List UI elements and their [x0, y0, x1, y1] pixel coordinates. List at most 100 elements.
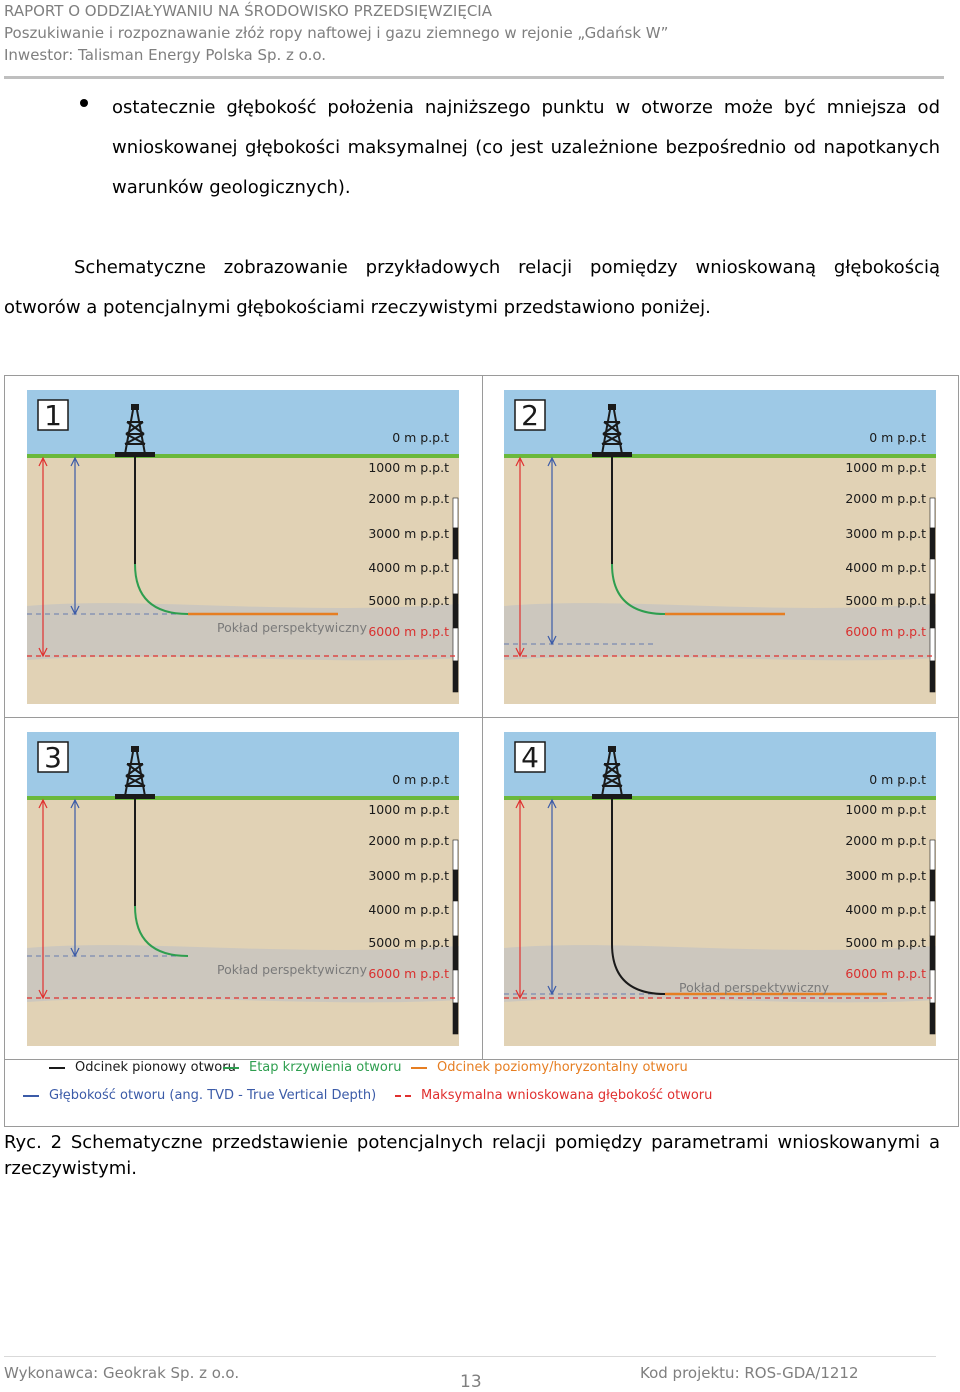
depth-label: 2000 m p.p.t	[845, 833, 926, 848]
panel-number: 4	[521, 741, 539, 774]
depth-scale-segment	[929, 869, 936, 902]
depth-label: 3000 m p.p.t	[368, 526, 449, 541]
depth-label: 5000 m p.p.t	[368, 593, 449, 608]
depth-label: 6000 m p.p.t	[845, 966, 926, 981]
legend-vertical-line-icon	[49, 1066, 65, 1069]
legend-max-depth-dash-icon	[395, 1094, 411, 1097]
depth-scale-segment	[452, 900, 459, 937]
panel-number: 3	[44, 741, 62, 774]
legend-tvd-line-icon	[23, 1094, 39, 1097]
depth-label: 4000 m p.p.t	[368, 560, 449, 575]
figure-caption: Ryc. 2 Schematyczne przedstawienie poten…	[4, 1132, 940, 1179]
document-header: RAPORT O ODDZIAŁYWANIU NA ŚRODOWISKO PRZ…	[4, 0, 944, 66]
depth-label: 3000 m p.p.t	[368, 868, 449, 883]
legend-curve-label: Etap krzywienia otworu	[249, 1060, 402, 1075]
header-divider	[4, 76, 944, 79]
depth-label: 1000 m p.p.t	[845, 460, 926, 475]
tvd-arrow-head-bottom	[547, 635, 557, 646]
footer-project-code: Kod projektu: ROS-GDA/1212	[640, 1364, 859, 1382]
tvd-arrow-head-top	[70, 456, 80, 467]
depth-label: 5000 m p.p.t	[368, 935, 449, 950]
layer-label: Pokład perspektywiczny	[217, 620, 368, 635]
header-project: Poszukiwanie i rozpoznawanie złóż ropy n…	[4, 24, 669, 42]
depth-scale-segment	[452, 1002, 459, 1035]
legend-curve: Etap krzywienia otworu	[223, 1060, 401, 1075]
depth-label: 1000 m p.p.t	[845, 802, 926, 817]
soil-area	[504, 798, 936, 1046]
tvd-arrow-head-bottom	[70, 605, 80, 616]
depth-label: 2000 m p.p.t	[368, 833, 449, 848]
bullet-text: ostatecznie głębokość położenia najniższ…	[112, 97, 940, 198]
tvd-arrow-head-bottom	[547, 985, 557, 996]
depth-scale-segment	[452, 527, 459, 560]
curve-section	[134, 905, 189, 957]
footer-page-number: 13	[460, 1372, 482, 1392]
legend-max-depth-label: Maksymalna wnioskowana głębokość otworu	[421, 1088, 713, 1103]
depth-label: 1000 m p.p.t	[368, 802, 449, 817]
depth-label: 5000 m p.p.t	[845, 593, 926, 608]
curve-section	[611, 563, 666, 615]
depth-scale-segment	[929, 558, 936, 595]
depth-label: 1000 m p.p.t	[368, 460, 449, 475]
depth-label: 4000 m p.p.t	[845, 560, 926, 575]
ground-surface	[504, 796, 936, 800]
layer-label: Pokład perspektywiczny	[679, 980, 830, 995]
perspective-layer	[504, 603, 936, 661]
panel-number-box	[514, 741, 546, 773]
max-depth-arrow-head-bottom	[515, 647, 525, 658]
depth-scale-segment	[929, 900, 936, 937]
sky-area	[504, 390, 936, 458]
bullet-dot-icon	[80, 99, 88, 107]
legend-tvd: Głębokość otworu (ang. TVD - True Vertic…	[23, 1088, 376, 1103]
curve-section	[134, 563, 189, 615]
max-depth-arrow-head-bottom	[38, 647, 48, 658]
depth-label: 4000 m p.p.t	[368, 902, 449, 917]
header-title: RAPORT O ODDZIAŁYWANIU NA ŚRODOWISKO PRZ…	[4, 2, 492, 20]
max-depth-arrow-head-bottom	[38, 989, 48, 1000]
depth-scale-segment	[929, 1002, 936, 1035]
layer-label: Pokład perspektywiczny	[217, 962, 368, 977]
max-depth-arrow-head-top	[515, 798, 525, 809]
ground-surface	[27, 454, 459, 458]
max-depth-arrow-head-top	[38, 798, 48, 809]
perspective-layer	[27, 945, 459, 1003]
panel-number: 1	[44, 399, 62, 432]
sky-area	[27, 390, 459, 458]
soil-area	[27, 798, 459, 1046]
legend-horizontal-line-icon	[411, 1066, 427, 1069]
legend-horizontal-label: Odcinek poziomy/horyzontalny otworu	[437, 1060, 688, 1075]
max-depth-arrow-head-bottom	[515, 989, 525, 1000]
depth-label: 4000 m p.p.t	[845, 902, 926, 917]
legend-vertical-label: Odcinek pionowy otworu	[75, 1060, 236, 1075]
depth-label: 5000 m p.p.t	[845, 935, 926, 950]
soil-area	[27, 456, 459, 704]
depth-scale-segment	[452, 935, 459, 971]
ground-surface	[504, 454, 936, 458]
ground-surface	[27, 796, 459, 800]
depth-label: 6000 m p.p.t	[368, 624, 449, 639]
depth-scale-segment	[929, 839, 936, 871]
depth-scale-segment	[929, 935, 936, 971]
drilling-rig-icon	[115, 746, 155, 799]
body-paragraph: Schematyczne zobrazowanie przykładowych …	[4, 257, 940, 318]
panel-number: 2	[521, 399, 539, 432]
depth-scale-segment	[929, 593, 936, 629]
max-depth-arrow-head-top	[515, 456, 525, 467]
depth-scale-segment	[452, 869, 459, 902]
max-depth-arrow-head-top	[38, 456, 48, 467]
footer-contractor: Wykonawca: Geokrak Sp. z o.o.	[4, 1364, 240, 1382]
figure-diagram: 0 m p.p.t 1000 m p.p.t 2000 m p.p.t 3000 m …	[4, 375, 959, 1127]
depth-label: 0 m p.p.t	[869, 772, 926, 787]
legend-curve-line-icon	[223, 1066, 239, 1069]
sky-area	[27, 732, 459, 800]
depth-scale-segment	[452, 593, 459, 629]
depth-scale-segment	[452, 558, 459, 595]
drilling-rig-icon	[115, 404, 155, 457]
depth-label: 2000 m p.p.t	[845, 491, 926, 506]
